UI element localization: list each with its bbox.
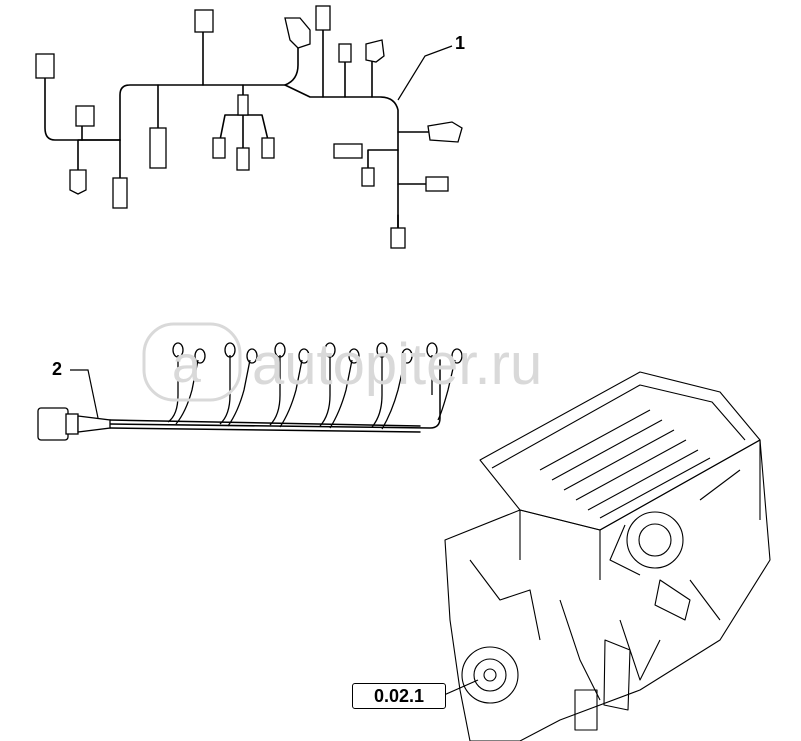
connector-bottom-right <box>390 227 406 249</box>
connector-center-left <box>212 137 226 159</box>
connector-right-small <box>361 167 375 187</box>
leader-line-ref <box>443 679 479 696</box>
harness-1-branch-f <box>284 39 299 86</box>
leader-line-2 <box>70 369 99 419</box>
harness-1-left-branch <box>44 77 121 141</box>
connector-elbow-right <box>365 39 385 63</box>
harness-1-branch-b <box>77 139 121 171</box>
leader-line-1 <box>397 45 453 101</box>
harness-2-trunk <box>74 359 441 429</box>
connector-right-elbow <box>427 121 463 143</box>
harness-1-connectors <box>35 5 463 249</box>
connector-elbow-left <box>69 169 87 195</box>
callout-part-2: 2 <box>52 359 63 379</box>
callout-part-1: 1 <box>455 33 466 53</box>
connector-right-lower <box>425 176 449 192</box>
connector-center-block <box>237 94 249 116</box>
connector-left-upper <box>75 105 95 127</box>
harness-1-trunk <box>119 84 399 241</box>
wiring-harness-2 <box>74 359 441 433</box>
connector-top-c <box>338 43 352 63</box>
harness-2-connector <box>37 407 111 441</box>
connector-top-left <box>35 53 55 79</box>
engine-illustration <box>444 371 771 741</box>
connector-center-right <box>261 137 275 159</box>
harness-2-sheath <box>109 419 421 433</box>
connector-center-mid <box>236 147 250 171</box>
harness-2-terminals <box>167 342 463 430</box>
connector-left-lower <box>112 177 128 209</box>
connector-right-block <box>333 143 363 159</box>
connector-top-a <box>194 9 214 33</box>
connector-sensor <box>149 127 167 169</box>
connector-elbow-top <box>284 17 311 49</box>
reference-link-box[interactable]: 0.02.1 <box>352 683 446 709</box>
harness-1-right-branch-b <box>367 149 399 171</box>
connector-top-b <box>315 5 331 31</box>
